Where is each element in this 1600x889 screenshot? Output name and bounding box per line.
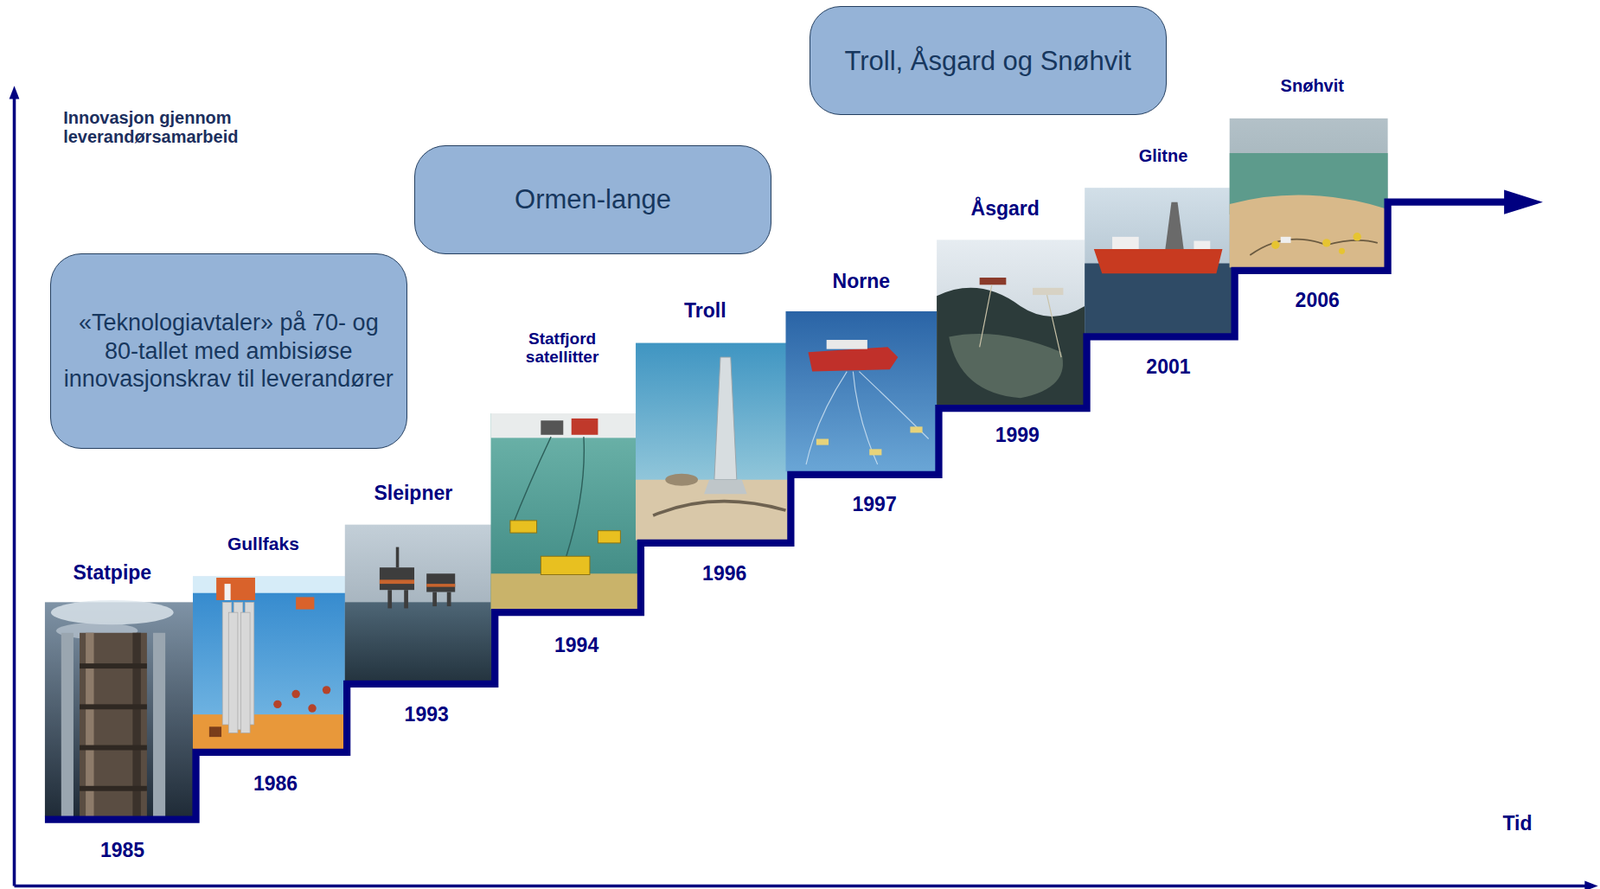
year-label: 1999	[995, 424, 1040, 448]
sleipner-picture	[345, 524, 493, 682]
box-text: Troll, Åsgard og Snøhvit	[844, 44, 1131, 77]
box-text: Ormen-lange	[514, 183, 672, 216]
glitne-picture	[1084, 187, 1233, 334]
project-name: Gullfaks	[227, 533, 300, 555]
project-name: Norne	[832, 270, 890, 294]
statfjord-picture	[491, 413, 640, 610]
asgard-picture	[936, 239, 1085, 405]
project-name: Troll	[684, 300, 727, 323]
troll-picture	[635, 343, 789, 541]
project-name: Statpipe	[72, 562, 152, 585]
statpipe-picture	[44, 600, 194, 817]
snohvit-picture	[1229, 118, 1389, 268]
axis-label: Innovasjon gjennom leverandørsamarbeid	[63, 108, 297, 148]
project-name: Sleipner	[373, 482, 453, 506]
project-name: Snøhvit	[1280, 76, 1344, 96]
rounded-box: «Teknologiavtaler» på 70- og 80-tallet m…	[50, 253, 408, 450]
gullfaks-picture	[192, 576, 346, 749]
axis-label: Tid	[1502, 812, 1532, 836]
rounded-box: Ormen-lange	[414, 145, 772, 255]
project-name: Statfjord satellitter	[505, 329, 620, 367]
box-text: «Teknologiavtaler» på 70- og 80-tallet m…	[63, 308, 395, 393]
year-label: 2006	[1295, 289, 1340, 313]
axes	[9, 85, 1599, 889]
norne-picture	[785, 311, 937, 472]
staircase-line	[44, 190, 1543, 820]
year-label: 2001	[1145, 356, 1191, 379]
project-name: Åsgard	[971, 198, 1040, 221]
year-label: 1994	[554, 634, 599, 658]
year-label: 1993	[404, 704, 449, 727]
year-label: 1985	[100, 839, 145, 863]
year-label: 1996	[702, 563, 747, 586]
project-name: Glitne	[1139, 146, 1189, 166]
rounded-box: Troll, Åsgard og Snøhvit	[809, 6, 1167, 116]
year-label: 1986	[253, 773, 298, 796]
year-label: 1997	[852, 493, 897, 517]
